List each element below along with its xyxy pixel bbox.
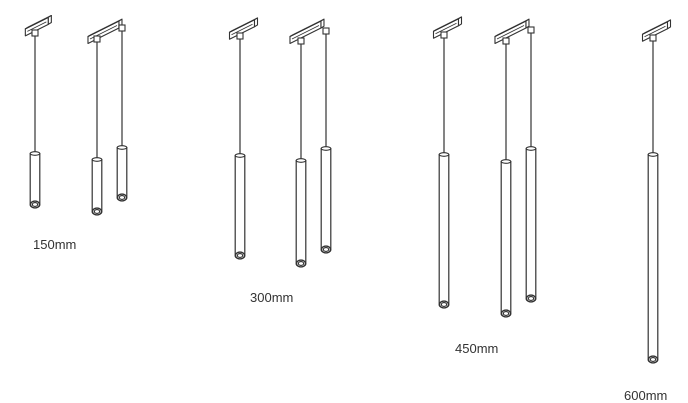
rail-450-double [494,18,530,45]
size-label-450mm: 450mm [455,341,499,356]
rail-600-single [641,19,672,42]
pendant-450-double-left [500,37,512,318]
pendant-150-double-right [116,24,128,202]
rail-450-single [432,16,463,39]
pendant-150-single [29,29,41,209]
pendant-300-double-left [295,37,307,268]
pendant-600-single [647,34,659,364]
size-label-150mm: 150mm [33,237,77,252]
rail-150-double [87,18,123,45]
pendant-450-single [438,31,450,309]
rail-300-single [228,17,259,40]
pendant-300-single [234,32,246,260]
rail-300-double [289,18,325,45]
size-label-600mm: 600mm [624,388,668,403]
pendant-300-double-right [320,27,332,254]
rail-150-single [24,14,52,37]
pendant-150-double-left [91,35,103,216]
size-label-300mm: 300mm [250,290,294,305]
pendant-450-double-right [525,26,537,303]
